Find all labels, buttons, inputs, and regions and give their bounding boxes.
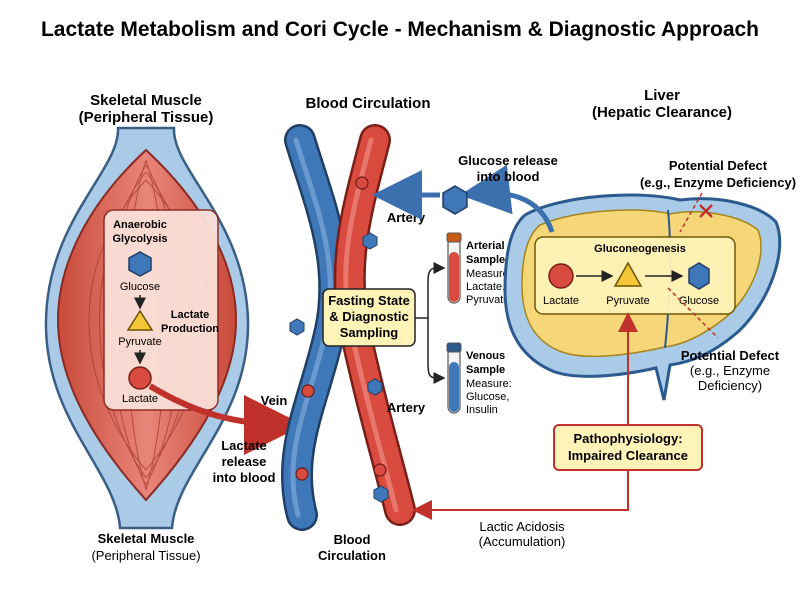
patho-line2: Impaired Clearance xyxy=(568,448,688,463)
lactate-release-line1: Lactate xyxy=(221,438,267,453)
arterial-measure-line1: Measure: xyxy=(466,268,512,280)
defect-top-line1: Potential Defect xyxy=(669,158,768,173)
liver-pyruvate-label: Pyruvate xyxy=(606,295,649,307)
liver-header-line1: Liver xyxy=(644,87,680,104)
fasting-line2: & Diagnostic xyxy=(329,309,408,324)
arterial-tube-fill xyxy=(449,252,459,302)
lactate-circle-muscle xyxy=(128,366,152,390)
glucose-hexagon-blood xyxy=(442,185,468,215)
page-title: Lactate Metabolism and Cori Cycle - Mech… xyxy=(41,18,759,41)
liver-glucose-label: Glucose xyxy=(679,295,719,307)
defect-bottom-line1: Potential Defect xyxy=(681,348,780,363)
fasting-line3: Sampling xyxy=(340,325,399,340)
defect-bottom-pointer xyxy=(667,287,719,339)
lactate-release-line2: release xyxy=(222,454,267,469)
glucose-return-arrow xyxy=(460,164,555,233)
arterial-tube-cap xyxy=(446,232,462,243)
defect-x-icon xyxy=(699,204,713,218)
acidosis-line2: (Accumulation) xyxy=(479,534,566,549)
arterial-measure-line3: Pyruvate xyxy=(466,294,509,306)
defect-top-pointer xyxy=(679,192,703,233)
blood-footer-line1: Blood xyxy=(334,532,371,547)
acidosis-line1: Lactic Acidosis xyxy=(479,519,565,534)
glucose-release-line1: Glucose release xyxy=(458,153,558,168)
artery-label-bottom: Artery xyxy=(387,400,426,415)
muscle-header-line2: (Peripheral Tissue) xyxy=(79,109,214,126)
venous-measure-line1: Measure: xyxy=(466,378,512,390)
vein-label: Vein xyxy=(261,393,288,408)
lactate-release-line3: into blood xyxy=(213,470,276,485)
venous-title-line1: Venous xyxy=(466,350,505,362)
blood-header: Blood Circulation xyxy=(306,95,431,112)
blood-footer-line2: Circulation xyxy=(318,548,386,563)
fasting-line1: Fasting State xyxy=(328,293,410,308)
defect-bottom-line3: Deficiency) xyxy=(698,378,762,393)
glycolysis-title-line2: Glycolysis xyxy=(112,233,167,245)
sampling-bracket xyxy=(415,262,446,384)
arterial-title-line1: Arterial xyxy=(466,240,505,252)
arterial-measure-line2: Lactate, xyxy=(466,281,505,293)
arterial-title-line2: Sample xyxy=(466,254,505,266)
artery-label-top: Artery xyxy=(387,210,426,225)
glucose-hexagon-muscle xyxy=(128,251,152,277)
glucose-release-line2: into blood xyxy=(477,169,540,184)
blood-cells xyxy=(289,176,389,503)
lactate-circle-liver xyxy=(548,263,574,289)
venous-title-line2: Sample xyxy=(466,364,505,376)
venous-measure-line2: Glucose, xyxy=(466,391,509,403)
patho-line1: Pathophysiology: xyxy=(573,431,682,446)
lactate-release-arrow xyxy=(148,383,304,455)
muscle-footer-line2: (Peripheral Tissue) xyxy=(91,548,200,563)
lactate-production-line1: Lactate xyxy=(171,309,210,321)
pyruvate-triangle-muscle xyxy=(126,309,154,331)
defect-bottom-line2: (e.g., Enzyme xyxy=(690,363,770,378)
glycolysis-title-line1: Anaerobic xyxy=(113,219,167,231)
muscle-glucose-label: Glucose xyxy=(120,281,160,293)
muscle-footer-line1: Skeletal Muscle xyxy=(98,531,195,546)
venous-measure-line3: Insulin xyxy=(466,404,498,416)
lactate-production-line2: Production xyxy=(161,323,219,335)
glucose-hexagon-liver xyxy=(688,262,710,290)
defect-top-line2: (e.g., Enzyme Deficiency) xyxy=(640,175,796,190)
acidosis-arrow xyxy=(412,470,629,520)
gluconeogenesis-title: Gluconeogenesis xyxy=(594,243,686,255)
venous-tube-fill xyxy=(449,362,459,412)
pathophysiology-box xyxy=(553,424,703,471)
muscle-header-line1: Skeletal Muscle xyxy=(90,92,202,109)
muscle-lactate-label: Lactate xyxy=(122,393,158,405)
venous-tube-cap xyxy=(446,342,462,353)
muscle-pyruvate-label: Pyruvate xyxy=(118,336,161,348)
liver-lactate-label: Lactate xyxy=(543,295,579,307)
pyruvate-triangle-liver xyxy=(613,261,643,287)
liver-header-line2: (Hepatic Clearance) xyxy=(592,104,732,121)
